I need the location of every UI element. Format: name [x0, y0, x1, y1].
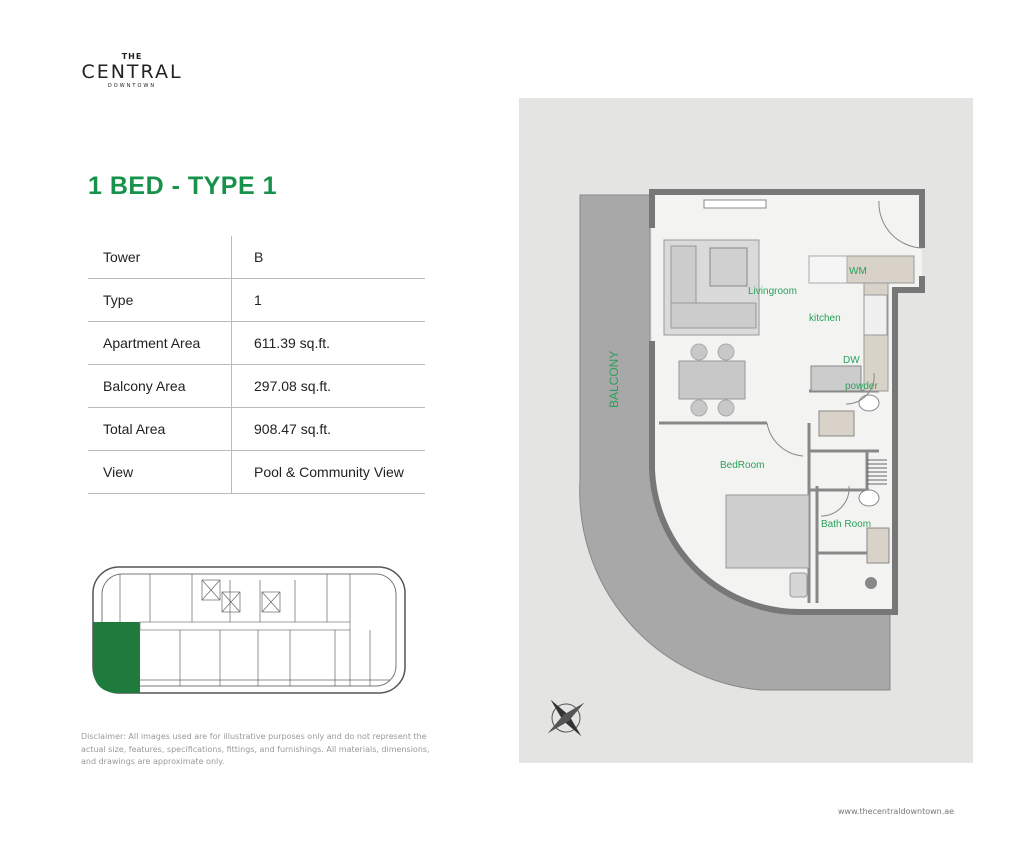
- highlighted-unit: [93, 622, 140, 693]
- label-powder: powder: [845, 381, 878, 392]
- spec-value: 611.39 sq.ft.: [231, 321, 425, 365]
- spec-value: 908.47 sq.ft.: [231, 407, 425, 451]
- disclaimer: Disclaimer: All images used are for illu…: [81, 732, 430, 766]
- spec-label: Apartment Area: [88, 321, 232, 365]
- label-kitchen: kitchen: [809, 313, 841, 324]
- spec-value: 297.08 sq.ft.: [231, 364, 425, 408]
- key-plan: [92, 566, 406, 694]
- coffee-table: [709, 247, 748, 287]
- dining-table: [678, 360, 746, 400]
- spec-label: Type: [88, 278, 232, 322]
- label-dw: DW: [843, 355, 860, 366]
- spec-label: View: [88, 450, 232, 494]
- logo: THE CENTRAL DOWNTOWN: [80, 52, 184, 89]
- sink: [810, 365, 862, 392]
- label-bathroom: Bath Room: [821, 519, 871, 530]
- label-wm: WM: [849, 266, 867, 277]
- label-livingroom: Livingroom: [748, 286, 797, 297]
- logo-downtown: DOWNTOWN: [107, 83, 157, 89]
- logo-central: CENTRAL: [81, 61, 183, 83]
- label-balcony: BALCONY: [607, 351, 621, 408]
- spec-label: Tower: [88, 236, 232, 279]
- spec-label: Balcony Area: [88, 364, 232, 408]
- cooktop: [863, 294, 888, 336]
- spec-value: 1: [231, 278, 425, 322]
- spec-label: Total Area: [88, 407, 232, 451]
- unit-title: 1 BED - TYPE 1: [88, 172, 277, 200]
- bed: [725, 494, 810, 569]
- floor-plan: BALCONY Livingroom kitchen WM DW powder …: [519, 98, 973, 763]
- compass-icon: [547, 699, 585, 737]
- website-link[interactable]: www.thecentraldowntown.ae: [838, 807, 955, 816]
- label-bedroom: BedRoom: [720, 460, 764, 471]
- logo-the: THE: [121, 52, 143, 61]
- spec-value: B: [231, 236, 425, 279]
- spec-value: Pool & Community View: [231, 450, 425, 494]
